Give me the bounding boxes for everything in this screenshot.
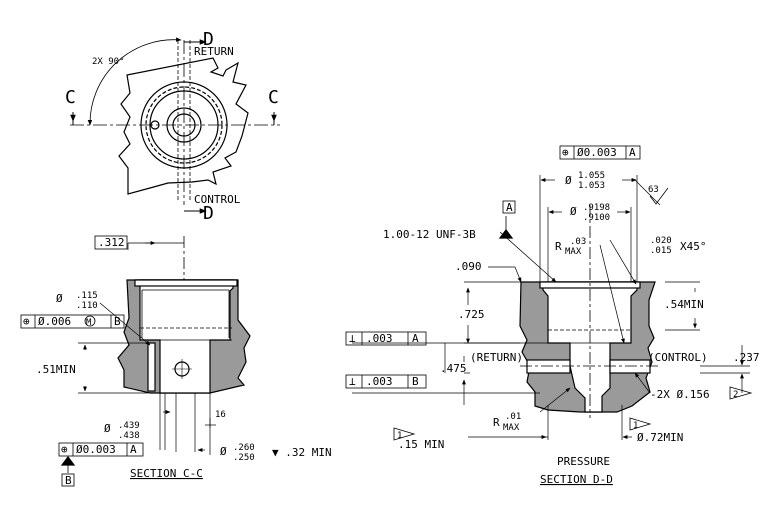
angle-note: 2X 90° [92, 57, 125, 67]
dd-radius2-sub: MAX [503, 423, 520, 433]
cc-min-depth: .51MIN [36, 363, 76, 376]
dd-dia72: Ø.72MIN [637, 431, 683, 444]
cc-bore-dia-lower: .110 [76, 301, 98, 311]
perp2-datum: B [412, 375, 419, 388]
dd-radius2-r: R [493, 416, 500, 429]
position2-datum: A [130, 443, 137, 456]
dd-dia-lower: 1.053 [578, 181, 605, 191]
dd-perp2-fcf: ⊥ .003 B [345, 374, 427, 389]
dd-flag1-bottom: 1 [397, 431, 402, 441]
perp2-symbol: ⊥ [349, 375, 356, 388]
dd-perp1-fcf: ⊥ .003 A [345, 331, 427, 346]
dd-chamfer-upper: .020 [650, 236, 672, 246]
dd-position-symbol: ⊕ [562, 146, 569, 159]
perp1-datum: A [412, 332, 419, 345]
dd-flag1-top: 1 [633, 421, 638, 431]
control-label: CONTROL [194, 193, 241, 206]
cc-dia2-prefix: Ø [104, 422, 111, 435]
dd-bore-prefix: Ø [570, 205, 577, 218]
bore-circle [149, 90, 219, 160]
dd-fcf-datum: A [629, 146, 636, 159]
section-dd-view [352, 175, 750, 440]
angle-arc [87, 37, 182, 126]
cc-hole-depth: ▼ .32 MIN [272, 446, 332, 459]
position-value: Ø.006 [38, 315, 71, 328]
cc-hole-lower: .250 [233, 453, 255, 463]
dd-finish: 63 [648, 185, 659, 195]
dd-thread: 1.00-12 UNF-3B [383, 228, 476, 241]
dd-radius2-val: .01 [505, 412, 521, 422]
position-modifier: M [86, 318, 92, 328]
section-dd-title: SECTION D-D [540, 473, 613, 486]
cc-finish: 16 [215, 410, 226, 420]
dd-dia-upper: 1.055 [578, 171, 605, 181]
cc-offset-dim: .312 [98, 236, 125, 249]
top-view [70, 37, 280, 214]
dd-pressure-label: PRESSURE [557, 455, 610, 468]
dd-holes-note: -2X Ø.156 [650, 388, 710, 401]
section-d-top-label: D [203, 29, 214, 50]
perp1-symbol: ⊥ [349, 332, 356, 345]
cc-position2-fcf: ⊕ Ø0.003 A [58, 442, 144, 457]
dd-dim-15: .15 MIN [398, 438, 444, 451]
section-cc-view [60, 236, 251, 473]
dd-dim-475: .475 [440, 362, 467, 375]
cc-position-fcf: ⊕ Ø.006 M B [20, 314, 125, 329]
cc-datum-b: B [65, 474, 72, 487]
dd-dim-090: .090 [455, 260, 482, 273]
cc-hole-prefix: Ø [220, 445, 227, 458]
dd-dim-237: .237 [733, 351, 760, 364]
cc-bore-dia-upper: .115 [76, 291, 98, 301]
dd-radius-val: .03 [570, 237, 586, 247]
section-c-left-label: C [65, 87, 76, 108]
return-label: RETURN [194, 45, 234, 58]
dd-flag2: 2 [733, 390, 738, 400]
dd-dim-54: .54MIN [664, 298, 704, 311]
dd-dim-725: .725 [458, 308, 485, 321]
dd-radius-r: R [555, 240, 562, 253]
dd-position-fcf: ⊕ Ø0.003 A [559, 145, 641, 160]
position2-symbol: ⊕ [61, 443, 68, 456]
cc-dia2-lower: .438 [118, 431, 140, 441]
perp2-value: .003 [366, 375, 393, 388]
position-datum: B [114, 315, 121, 328]
thread-circle [145, 86, 223, 164]
dd-dia-prefix: Ø [565, 174, 572, 187]
section-cc-title: SECTION C-C [130, 467, 203, 480]
dd-return-label: (RETURN) [470, 351, 523, 364]
dd-chamfer-suffix: X45° [680, 240, 707, 253]
position-symbol: ⊕ [23, 315, 30, 328]
position2-value: Ø0.003 [76, 443, 116, 456]
dd-fcf-value: Ø0.003 [577, 146, 617, 159]
dd-datum-a: A [506, 201, 513, 214]
cc-dia2-upper: .439 [118, 421, 140, 431]
cc-bore-dia-prefix: Ø [56, 292, 63, 305]
dd-bore-upper: .9198 [583, 203, 610, 213]
top-view-body-outline [118, 57, 249, 195]
dd-control-label: (CONTROL) [648, 351, 708, 364]
section-d-bottom-label: D [203, 203, 214, 224]
dd-bore-lower: .9100 [583, 213, 610, 223]
section-c-right-label: C [268, 87, 279, 108]
cc-hole-upper: .260 [233, 443, 255, 453]
dd-chamfer-lower: .015 [650, 246, 672, 256]
perp1-value: .003 [366, 332, 393, 345]
dd-radius-sub: MAX [565, 247, 582, 257]
